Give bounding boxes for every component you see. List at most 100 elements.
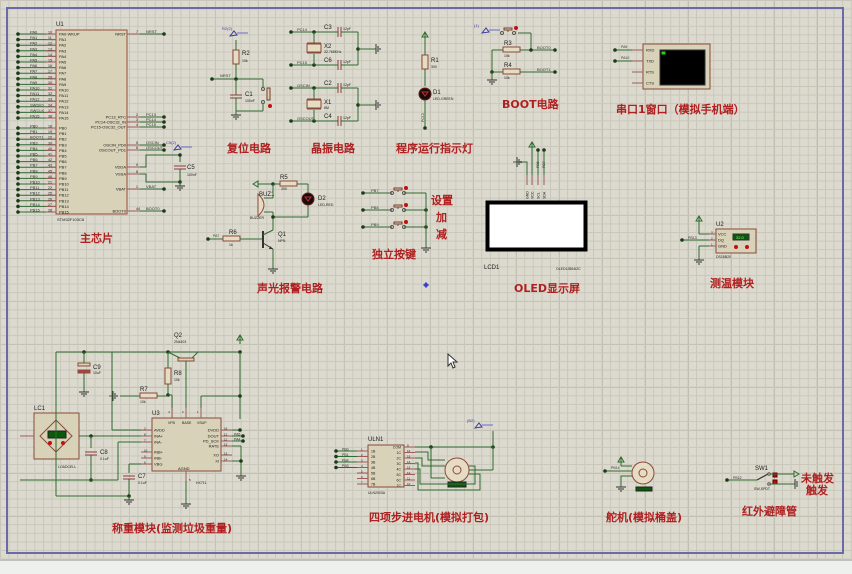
net-terminal — [334, 454, 338, 459]
pin-number: 38 — [48, 115, 52, 119]
section-label-uart: 串口1窗口（模拟手机端） — [616, 103, 745, 116]
pin-name: RXD — [646, 48, 655, 53]
button-actuator-icon[interactable] — [404, 203, 408, 207]
pin-number: 6 — [144, 461, 146, 465]
pin-number: 29 — [48, 75, 52, 79]
pin-name: VBG — [154, 462, 162, 467]
net-label: PB8 — [371, 205, 379, 210]
net-terminal — [603, 469, 607, 473]
r3-value: 10k — [504, 54, 510, 58]
pin-name: OSCOUT_PD1 — [99, 148, 127, 153]
lc1-part: LOADCELL — [58, 465, 76, 469]
c3-ref: C3 — [324, 25, 332, 31]
net-terminal — [536, 148, 540, 152]
pin-name: PB1 — [59, 131, 67, 136]
servo-motor-icon — [638, 468, 648, 478]
net-terminal — [16, 176, 20, 181]
c1-value: 100nF — [245, 99, 255, 103]
lc1-decrease-button-icon[interactable] — [48, 441, 52, 445]
pin-number: 15 — [224, 443, 228, 447]
key-label-add: 加 — [436, 211, 447, 224]
pin-name: INA+ — [154, 434, 164, 439]
reset-button[interactable] — [261, 87, 265, 91]
net-terminal — [16, 154, 20, 158]
c5-ref: C5 — [187, 165, 195, 171]
servo-power-terminal-icon — [617, 456, 625, 463]
r5-value: 300 — [281, 187, 287, 191]
uln1-ref: ULN1 — [368, 437, 384, 443]
net-terminal — [16, 165, 20, 169]
reset-button[interactable] — [266, 87, 271, 101]
pin-number: 43 — [48, 164, 52, 168]
pin-number: 5 — [189, 478, 191, 482]
key-2-push-button[interactable] — [393, 204, 403, 208]
pin-number: 27 — [48, 203, 52, 207]
net-terminal — [16, 88, 20, 92]
sw1-switch[interactable] — [767, 472, 771, 476]
reset-button[interactable] — [261, 100, 265, 104]
net-terminal — [613, 59, 617, 63]
pin-number: 32 — [48, 92, 52, 96]
u3-part: HX711 — [196, 481, 206, 485]
pin-name: 6C — [397, 479, 402, 483]
pin-name: 4C — [397, 468, 402, 472]
pin-number: 10 — [48, 31, 52, 35]
servo-display — [635, 486, 653, 492]
net-terminal — [16, 143, 20, 147]
key-label-sub: 减 — [436, 228, 447, 241]
pin-name: INB+ — [154, 450, 164, 455]
sw1-actuator-icon[interactable] — [772, 479, 778, 485]
key-1-push-button[interactable] — [393, 187, 403, 191]
net-terminal — [361, 191, 365, 195]
wire — [415, 457, 445, 467]
net-terminal — [16, 77, 20, 81]
wire — [415, 462, 481, 491]
net-label: PB0 — [342, 448, 349, 452]
button-actuator-icon[interactable] — [514, 26, 518, 30]
section-label-run-led: 程序运行指示灯 — [396, 142, 473, 155]
pin-name: XO — [213, 453, 219, 458]
pin-number: 1 — [361, 448, 363, 452]
pin-number: 30 — [48, 81, 52, 85]
sw1-switch[interactable] — [767, 482, 771, 486]
pin-name: COM — [393, 446, 401, 450]
key-3-push-button[interactable] — [393, 221, 403, 225]
pin-number: 12 — [407, 471, 411, 475]
pin-name: BASE — [182, 421, 192, 425]
u2-decrease-button-icon[interactable] — [734, 245, 738, 249]
pin-name: PB0 — [59, 126, 67, 131]
pin-number: 9 — [144, 455, 146, 459]
uln1-part: ULN2003A — [368, 491, 386, 495]
net-label: PB12 — [733, 476, 742, 480]
lc1-increase-button-icon[interactable] — [61, 441, 65, 445]
net-terminal — [289, 30, 293, 34]
button-actuator-icon[interactable] — [268, 104, 272, 108]
pin-name: AGND — [178, 466, 190, 471]
servo-motor-icon[interactable] — [631, 461, 655, 485]
pin-number: 6 — [361, 475, 363, 479]
net-terminal — [289, 86, 293, 90]
net-terminal — [289, 119, 293, 123]
section-label-alarm: 声光报警电路 — [257, 282, 323, 295]
uart-terminal-screen[interactable] — [659, 49, 706, 86]
pin-name: PA8 — [59, 76, 67, 81]
net-terminal — [16, 105, 20, 109]
net-terminal — [162, 120, 166, 124]
pin-number: 33 — [48, 98, 52, 102]
u2-increase-button-icon[interactable] — [745, 245, 749, 249]
pin-name: RTS — [646, 70, 654, 75]
button-actuator-icon[interactable] — [404, 220, 408, 224]
button-actuator-icon[interactable] — [404, 186, 408, 190]
buz1-ref: BUZ1 — [259, 192, 275, 198]
pin-name: RATE — [209, 444, 220, 449]
pin-name: INA- — [154, 440, 163, 445]
sw1-actuator-icon[interactable] — [772, 472, 778, 478]
pin-name: 2C — [397, 457, 402, 461]
key-2-push-button — [390, 208, 394, 212]
pin-number: 11 — [224, 438, 227, 442]
c4-ref: C4 — [324, 114, 332, 120]
boot-push-button[interactable] — [503, 27, 513, 31]
net-label: PB3 — [30, 140, 38, 145]
pin-number: 2 — [711, 237, 713, 241]
